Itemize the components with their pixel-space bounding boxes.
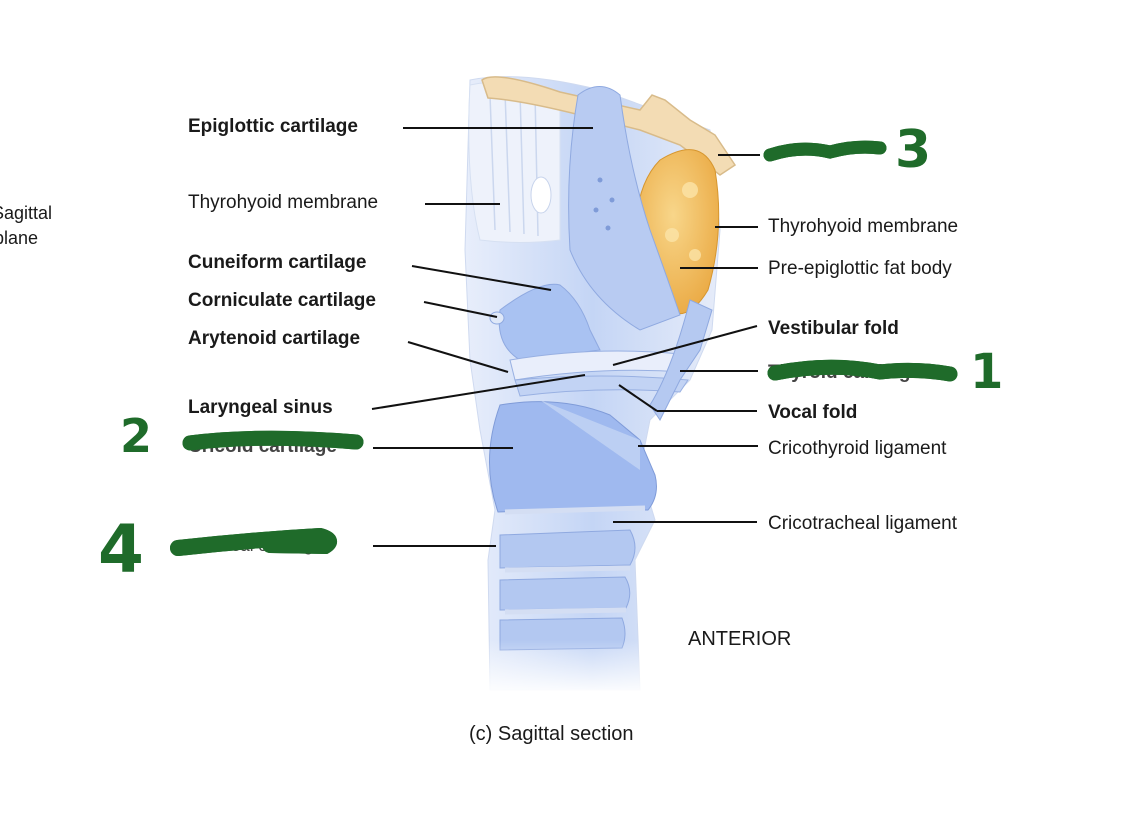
cricoid-cartilage-shape: [488, 400, 657, 513]
label-cricoid-cartilage-obscured: Cricoid cartilage: [188, 436, 337, 457]
label-cricothyroid-ligament: Cricothyroid ligament: [768, 438, 947, 459]
label-laryngeal-sinus: Laryngeal sinus: [188, 397, 333, 418]
handwritten-number-2: 2: [120, 409, 152, 463]
hyoid-bone: [481, 76, 737, 176]
orientation-label: ANTERIOR: [688, 628, 792, 650]
tracheal-rings: [499, 505, 646, 651]
thyrohyoid-membrane-shape: [468, 81, 561, 243]
figure-caption: (c) Sagittal section: [469, 723, 634, 745]
handwritten-number-3: 3: [895, 120, 931, 180]
label-thyroid-cartilage-obscured: Thyroid cartilage: [768, 362, 922, 383]
label-vocal-fold: Vocal fold: [768, 402, 858, 423]
label-tracheal-cartilage-obscured: Tracheal cartilage: [188, 536, 323, 555]
arytenoid-region-shape: [489, 283, 601, 361]
label-corniculate-cartilage: Corniculate cartilage: [188, 290, 376, 311]
side-note-sagittal: Sagittal: [0, 203, 53, 223]
label-cricotracheal-ligament: Cricotracheal ligament: [768, 513, 958, 534]
leader-lines: [371, 127, 760, 547]
thyroid-cartilage-shape: [649, 299, 713, 421]
handwritten-number-4: 4: [98, 511, 144, 588]
label-thyrohyoid-membrane-left: Thyrohyoid membrane: [188, 192, 379, 213]
handwritten-number-1: 1: [970, 344, 1003, 400]
epiglottic-cartilage-shape: [568, 86, 681, 331]
label-arytenoid-cartilage: Arytenoid cartilage: [188, 328, 361, 349]
label-pre-epiglottic-fat-body: Pre-epiglottic fat body: [768, 258, 952, 279]
label-cuneiform-cartilage: Cuneiform cartilage: [188, 252, 367, 273]
side-note-plane: plane: [0, 228, 39, 248]
scribble-hyoid: [763, 140, 887, 162]
label-vestibular-fold: Vestibular fold: [768, 318, 899, 339]
label-thyrohyoid-membrane-right: Thyrohyoid membrane: [768, 216, 959, 237]
label-epiglottic-cartilage: Epiglottic cartilage: [188, 116, 358, 137]
